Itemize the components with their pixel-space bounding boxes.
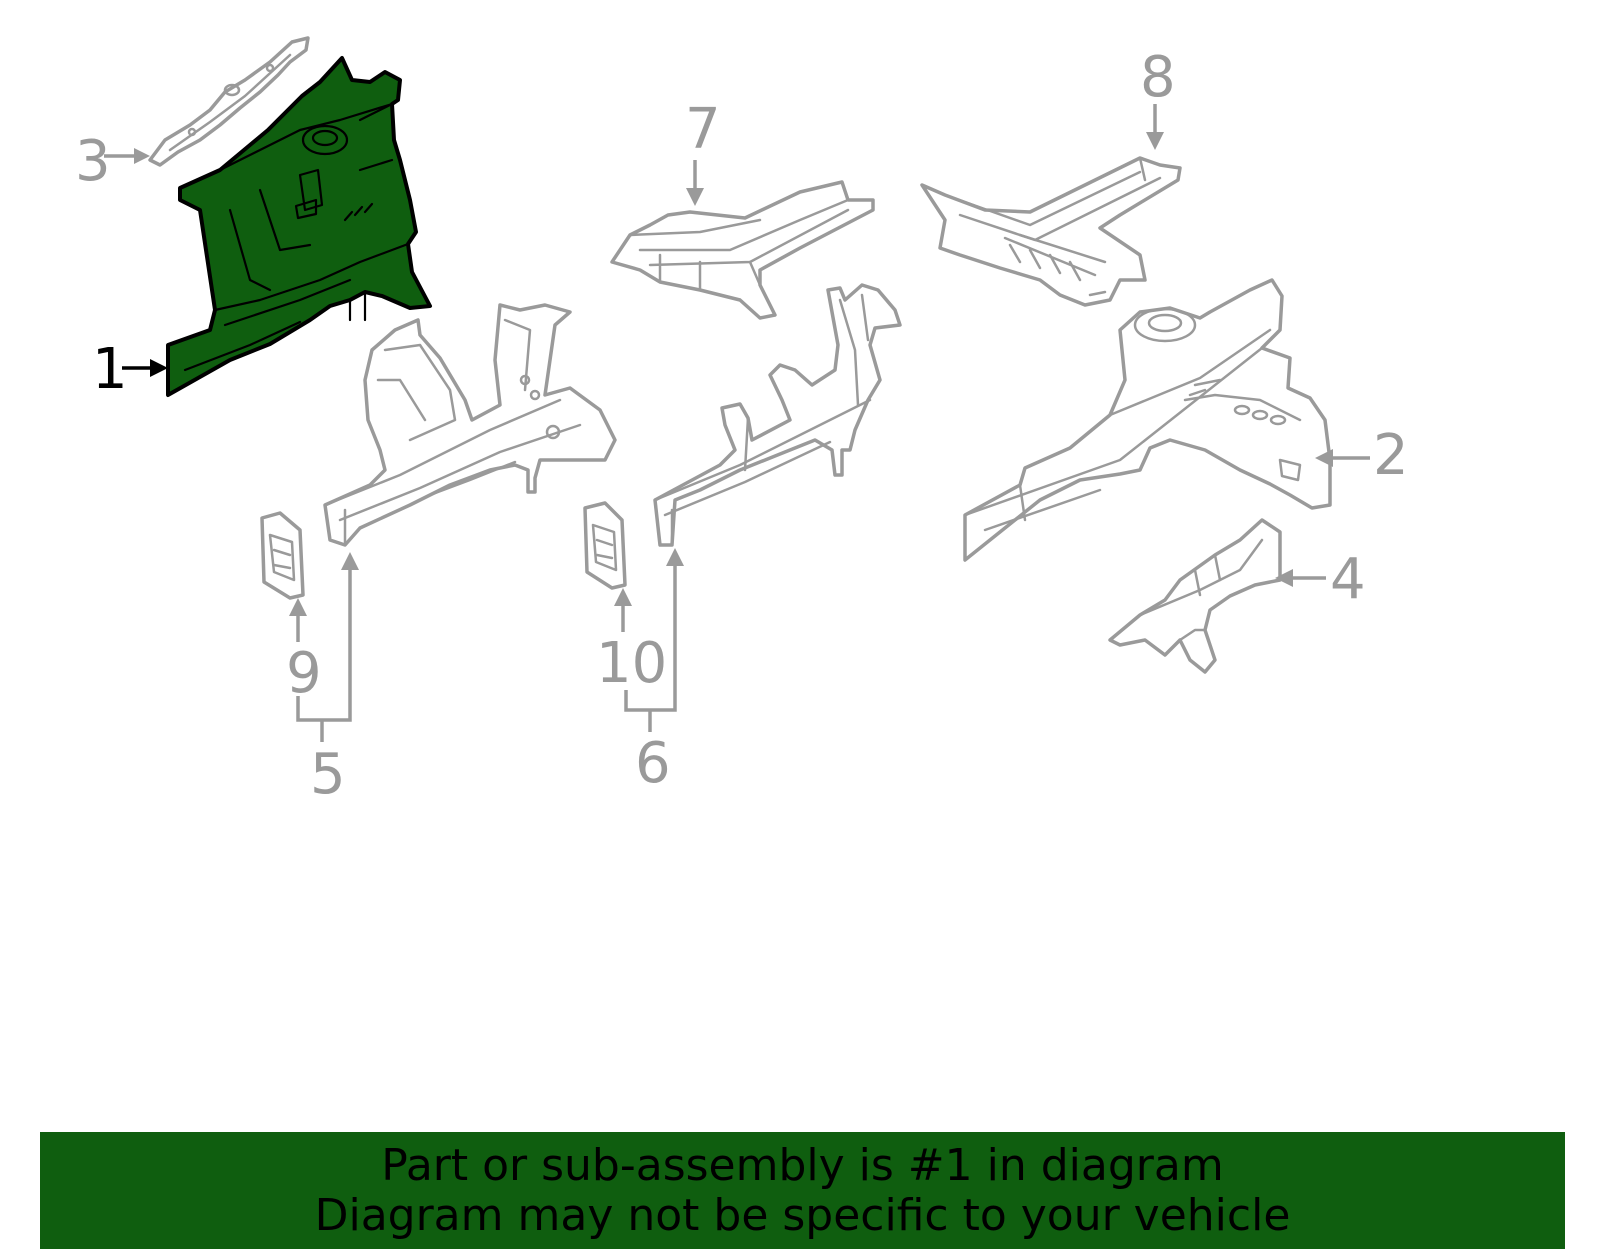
part-8-rail-reinforcement[interactable] [920, 156, 1182, 307]
callout-label-1: 1 [92, 337, 128, 402]
part-10-plate[interactable] [583, 501, 627, 590]
callout-5: 5 [296, 552, 359, 807]
callout-10: 10 [596, 588, 667, 696]
callout-label-4: 4 [1330, 547, 1366, 612]
part-4-rail-extension[interactable] [1108, 518, 1282, 674]
callout-label-8: 8 [1140, 45, 1176, 110]
callout-9: 9 [286, 598, 322, 706]
callout-7: 7 [685, 97, 721, 206]
callout-3: 3 [75, 129, 150, 194]
parts-diagram: 1 2 3 4 5 6 7 8 9 [75, 36, 1409, 807]
part-9-plate[interactable] [260, 511, 305, 600]
callout-label-9: 9 [286, 641, 322, 706]
callout-1: 1 [92, 337, 168, 402]
part-3-bracket[interactable] [148, 36, 310, 167]
callout-label-7: 7 [685, 97, 721, 162]
part-7-rail-reinforcement[interactable] [610, 180, 875, 320]
callout-label-5: 5 [310, 742, 346, 807]
callout-6: 6 [624, 548, 684, 796]
diagram-note-banner: Part or sub-assembly is #1 in diagram Di… [40, 1132, 1565, 1249]
part-2-apron[interactable] [963, 278, 1332, 562]
callout-4: 4 [1275, 547, 1366, 612]
callout-label-3: 3 [75, 129, 111, 194]
callout-label-10: 10 [596, 631, 667, 696]
banner-line-part-note: Part or sub-assembly is #1 in diagram [381, 1139, 1224, 1191]
callout-label-2: 2 [1373, 423, 1409, 488]
part-1-apron-assembly[interactable] [166, 56, 432, 397]
callout-2: 2 [1315, 423, 1409, 488]
banner-line-disclaimer: Diagram may not be specific to your vehi… [314, 1189, 1291, 1241]
callout-8: 8 [1140, 45, 1176, 150]
part-5-front-rail[interactable] [323, 303, 617, 547]
part-6-front-rail[interactable] [653, 283, 902, 547]
callout-label-6: 6 [635, 731, 671, 796]
